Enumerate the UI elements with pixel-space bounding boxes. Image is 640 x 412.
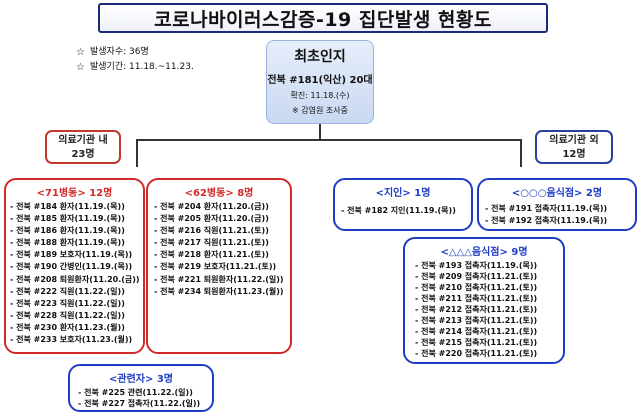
- list-item: - 전북 #218 환자(11.21.(토)): [154, 250, 269, 260]
- list-item: - 전북 #216 직원(11.21.(토)): [154, 226, 269, 236]
- group-ward-71-list: - 전북 #184 환자(11.19.(목)) - 전북 #185 환자(11.1…: [6, 201, 143, 346]
- group-acquaintance-heading: <지인> 1명: [375, 188, 431, 199]
- list-item: - 전북 #223 직원(11.22.(일)): [10, 298, 125, 308]
- list-item: - 전북 #209 접촉자(11.21.(토)): [415, 272, 538, 281]
- group-related-heading: <관련자> 3명: [109, 374, 173, 385]
- list-item: - 전북 #192 접촉자(11.19.(목)): [485, 216, 608, 226]
- list-item: - 전북 #228 직원(11.22.(일)): [10, 310, 125, 320]
- group-restaurant-1-heading: <○○○음식점> 2명: [511, 188, 603, 199]
- category-inside-hospital: 의료기관 내 23명: [45, 130, 121, 164]
- list-item: - 전북 #211 접촉자(11.21.(토)): [415, 294, 538, 303]
- summary: ☆ 발생자수: 36명 ☆ 발생기간: 11.18.~11.23.: [76, 45, 194, 75]
- list-item: - 전북 #227 접촉자(11.22.(일)): [78, 399, 201, 408]
- category-outside-count: 12명: [562, 149, 586, 160]
- index-case-heading: 최초인지: [294, 49, 346, 65]
- summary-period-text: 발생기간: 11.18.~11.23.: [90, 62, 194, 72]
- group-restaurant-1-list: - 전북 #191 접촉자(11.19.(목)) - 전북 #192 접촉자(11…: [479, 203, 635, 227]
- list-item: - 전북 #222 직원(11.22.(일)): [10, 286, 125, 296]
- index-case-box: 최초인지 전북 #181(익산) 20대 확진: 11.18.(수) ※ 감염원…: [266, 40, 374, 124]
- group-restaurant-2: <△△△음식점> 9명 - 전북 #193 접촉자(11.19.(목))- 전북…: [403, 237, 565, 364]
- list-item: - 전북 #188 환자(11.19.(목)): [10, 238, 125, 248]
- list-item: - 전북 #225 관련(11.22.(일)): [78, 388, 193, 397]
- list-item: - 전북 #189 보호자(11.19.(목)): [10, 250, 133, 260]
- connector-vertical-index: [319, 124, 321, 140]
- group-related: <관련자> 3명 - 전북 #225 관련(11.22.(일))- 전북 #22…: [68, 364, 214, 412]
- summary-cases-text: 발생자수: 36명: [90, 47, 149, 57]
- star-icon: ☆: [76, 62, 85, 73]
- list-item: - 전북 #214 접촉자(11.21.(토)): [415, 327, 538, 336]
- group-acquaintance-list: - 전북 #182 지인(11.19.(목)): [335, 205, 471, 217]
- list-item: - 전북 #213 접촉자(11.21.(토)): [415, 316, 538, 325]
- group-ward-71-heading: <71병동> 12명: [36, 188, 113, 199]
- list-item: - 전북 #230 환자(11.23.(월)): [10, 322, 125, 332]
- connector-left-down: [136, 139, 138, 167]
- group-ward-62-heading: <62병동> 8명: [184, 188, 254, 199]
- list-item: - 전북 #212 접촉자(11.21.(토)): [415, 305, 538, 314]
- category-outside-hospital: 의료기관 외 12명: [535, 130, 613, 164]
- index-case-main: 전북 #181(익산) 20대: [267, 75, 373, 86]
- list-item: - 전북 #233 보호자(11.23.(월)): [10, 335, 133, 345]
- category-inside-count: 23명: [71, 149, 95, 160]
- group-acquaintance: <지인> 1명 - 전북 #182 지인(11.19.(목)): [333, 178, 473, 231]
- list-item: - 전북 #221 퇴원환자(11.22.(일)): [154, 274, 284, 284]
- index-case-confirmed: 확진: 11.18.(수): [290, 91, 350, 100]
- diagram-canvas: 코로나바이러스감증-19 집단발생 현황도 ☆ 발생자수: 36명 ☆ 발생기간…: [4, 3, 637, 412]
- group-ward-71: <71병동> 12명 - 전북 #184 환자(11.19.(목))- 전북 #…: [4, 178, 145, 354]
- category-inside-label: 의료기관 내: [58, 135, 108, 146]
- group-restaurant-1: <○○○음식점> 2명 - 전북 #191 접촉자(11.19.(목))- 전북…: [477, 178, 637, 231]
- list-item: - 전북 #204 환자(11.20.(금)): [154, 202, 269, 211]
- connector-right-down: [520, 139, 522, 167]
- list-item: - 전북 #182 지인(11.19.(목)): [341, 206, 456, 215]
- index-case-note: ※ 감염원 조사중: [292, 106, 348, 115]
- list-item: - 전북 #185 환자(11.19.(목)): [10, 214, 125, 224]
- list-item: - 전북 #184 환자(11.19.(목)): [10, 202, 125, 211]
- category-outside-label: 의료기관 외: [549, 135, 599, 146]
- summary-cases: ☆ 발생자수: 36명: [76, 45, 194, 60]
- list-item: - 전북 #205 환자(11.20.(금)): [154, 214, 269, 224]
- page-title: 코로나바이러스감증-19 집단발생 현황도: [154, 8, 492, 31]
- list-item: - 전북 #234 퇴원환자(11.23.(월)): [154, 286, 284, 296]
- title-bar: 코로나바이러스감증-19 집단발생 현황도: [98, 3, 548, 33]
- group-restaurant-2-heading: <△△△음식점> 9명: [440, 247, 528, 258]
- list-item: - 전북 #208 퇴원환자(11.20.(금)): [10, 274, 140, 284]
- list-item: - 전북 #186 환자(11.19.(목)): [10, 226, 125, 236]
- list-item: - 전북 #193 접촉자(11.19.(목)): [415, 261, 538, 270]
- summary-period: ☆ 발생기간: 11.18.~11.23.: [76, 60, 194, 75]
- list-item: - 전북 #219 보호자(11.21.(토)): [154, 262, 277, 272]
- list-item: - 전북 #215 접촉자(11.21.(토)): [415, 338, 538, 347]
- list-item: - 전북 #210 접촉자(11.21.(토)): [415, 283, 538, 292]
- list-item: - 전북 #217 직원(11.21.(토)): [154, 238, 269, 248]
- group-ward-62: <62병동> 8명 - 전북 #204 환자(11.20.(금))- 전북 #2…: [146, 178, 292, 354]
- connector-horizontal: [136, 139, 522, 141]
- group-restaurant-2-list: - 전북 #193 접촉자(11.19.(목)) - 전북 #209 접촉자(11…: [405, 260, 563, 359]
- star-icon: ☆: [76, 47, 85, 58]
- list-item: - 전북 #191 접촉자(11.19.(목)): [485, 204, 608, 213]
- list-item: - 전북 #190 간병인(11.19.(목)): [10, 262, 133, 272]
- list-item: - 전북 #220 접촉자(11.21.(토)): [415, 349, 538, 358]
- group-ward-62-list: - 전북 #204 환자(11.20.(금)) - 전북 #205 환자(11.2…: [148, 201, 290, 298]
- group-related-list: - 전북 #225 관련(11.22.(일)) - 전북 #227 접촉자(11.…: [70, 387, 212, 409]
